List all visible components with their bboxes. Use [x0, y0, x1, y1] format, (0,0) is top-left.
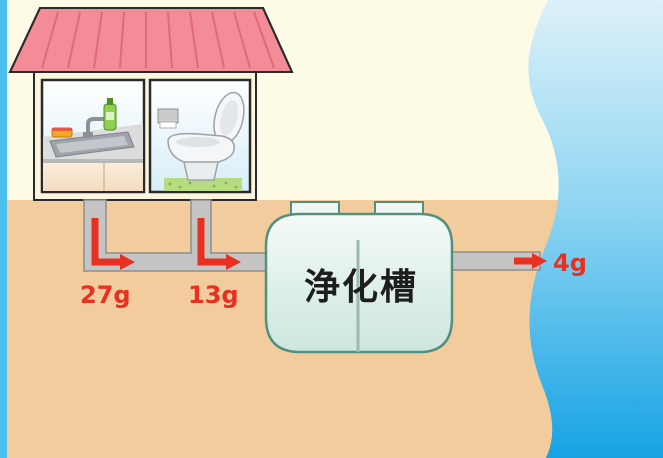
sink-amount-label: 27g	[80, 281, 131, 309]
arrow-right-icon	[514, 253, 547, 269]
sink-icon	[49, 117, 135, 158]
sponge-icon	[51, 127, 73, 138]
house	[8, 7, 294, 201]
river	[528, 0, 663, 458]
arrow-right-icon	[197, 218, 241, 270]
pipes	[83, 199, 541, 272]
arrow-right-icon	[91, 218, 135, 270]
frame-left-edge	[0, 0, 7, 458]
outflow-amount-label: 4g	[553, 249, 587, 277]
toilet-paper-icon	[157, 108, 179, 129]
detergent-bottle-icon	[103, 98, 117, 131]
toilet-amount-label: 13g	[188, 281, 239, 309]
septic-tank-label: 浄化槽	[303, 267, 418, 308]
toilet-icon	[167, 91, 245, 181]
roof	[8, 7, 294, 73]
septic-tank	[264, 201, 454, 354]
